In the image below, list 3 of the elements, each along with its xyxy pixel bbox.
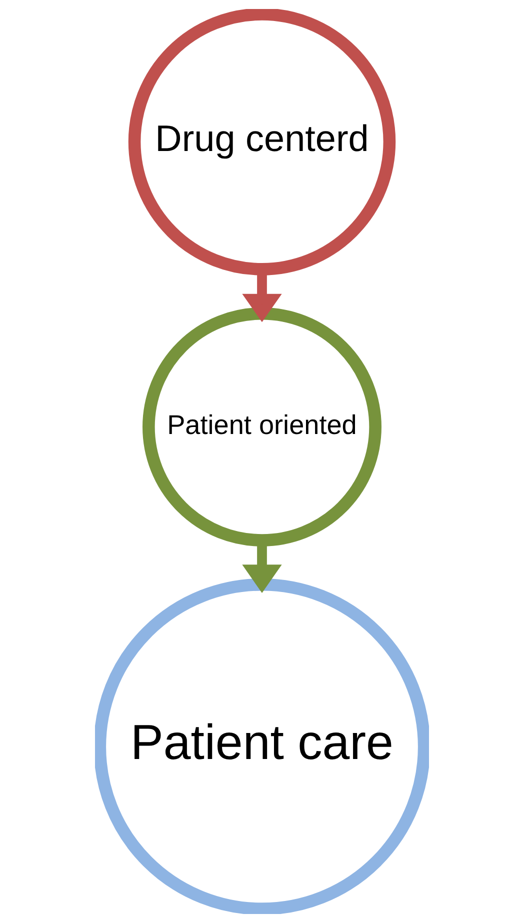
node-circle: Drug centerd (128, 8, 396, 275)
node-circle: Patient oriented (142, 306, 382, 546)
node-circle: Patient care (95, 578, 429, 914)
